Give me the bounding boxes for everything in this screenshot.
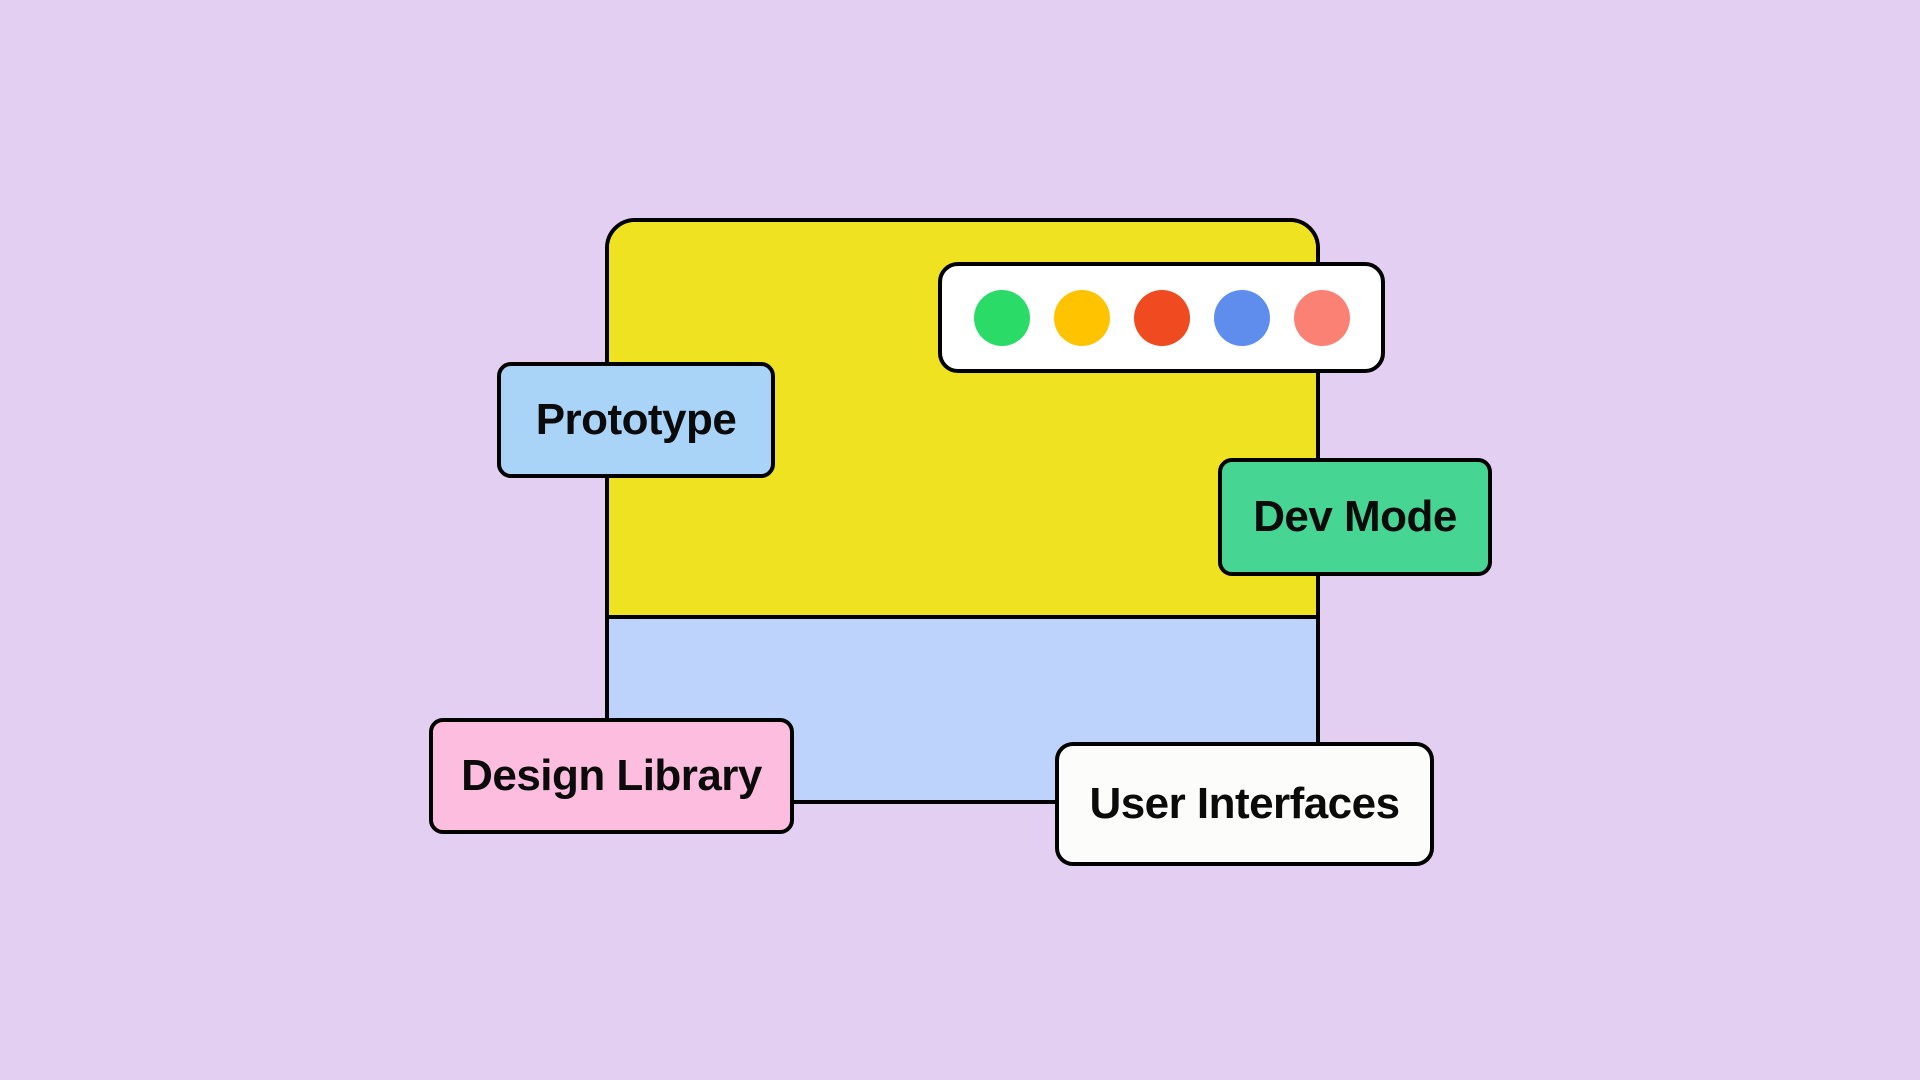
tag-design-library[interactable]: Design Library [429,718,794,834]
tag-dev-mode-label: Dev Mode [1253,492,1457,541]
tag-prototype[interactable]: Prototype [497,362,775,478]
green-dot-icon[interactable] [973,289,1030,346]
tag-prototype-label: Prototype [535,395,737,444]
yellow-dot-icon[interactable] [1053,289,1110,346]
salmon-dot-icon[interactable] [1293,289,1350,346]
tag-design-library-label: Design Library [461,751,762,800]
color-swatch-toolbar[interactable] [938,262,1385,373]
window-panel-divider [609,615,1316,619]
tag-user-interfaces[interactable]: User Interfaces [1055,742,1434,866]
red-dot-icon[interactable] [1133,289,1190,346]
blue-dot-icon[interactable] [1213,289,1270,346]
tag-user-interfaces-label: User Interfaces [1089,779,1400,828]
tag-dev-mode[interactable]: Dev Mode [1218,458,1492,576]
